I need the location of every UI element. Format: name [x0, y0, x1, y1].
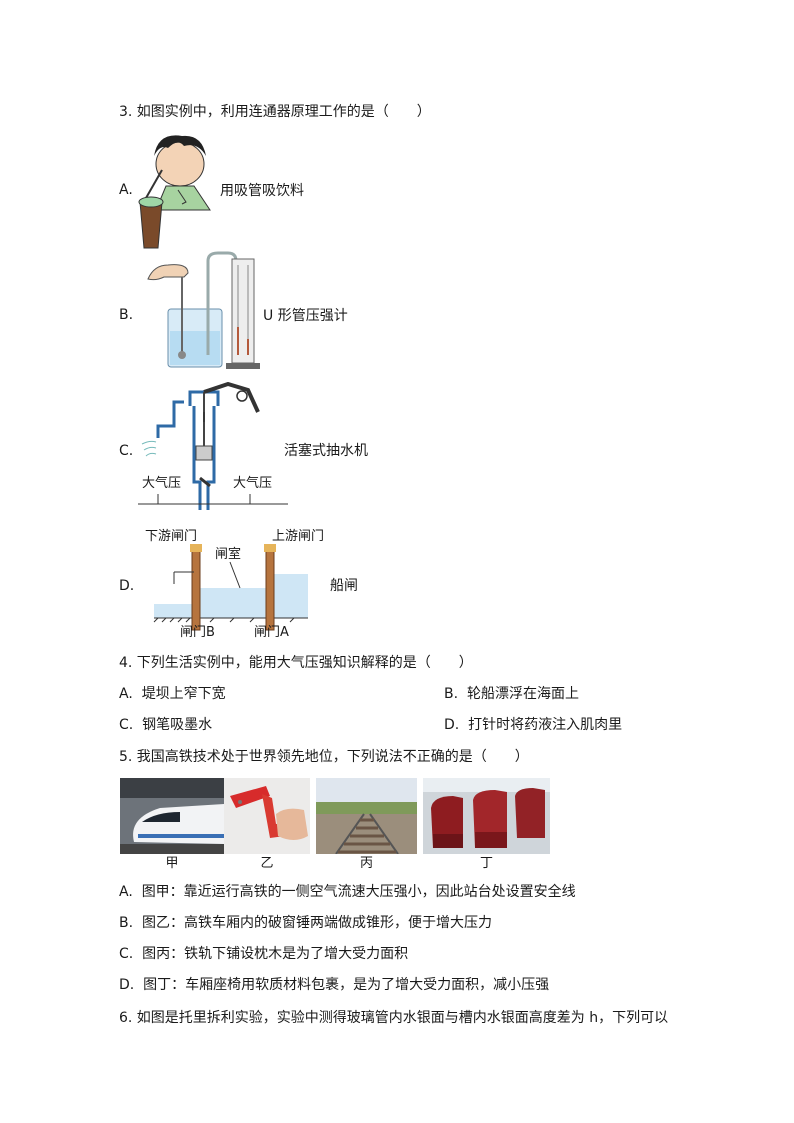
lock-label-chamber: 闸室 [215, 547, 242, 562]
photo-caption-yi: 乙 [260, 856, 274, 871]
q4-option-d: D. 打针时将药液注入肌肉里 [444, 717, 623, 733]
q5-stem: 5. 我国高铁技术处于世界领先地位，下列说法不正确的是（ ） [119, 749, 529, 765]
q4-stem: 4. 下列生活实例中，能用大气压强知识解释的是（ ） [119, 655, 473, 671]
q3-option-c-caption: 活塞式抽水机 [284, 443, 368, 459]
u-tube-manometer-figure [147, 251, 260, 369]
photo-emergency-hammer [224, 778, 310, 854]
lock-label-upstream-gate: 上游闸门 [272, 529, 325, 544]
q3-option-b-letter: B. [119, 307, 134, 323]
q4-option-a: A. 堤坝上窄下宽 [119, 686, 226, 702]
q5-option-b: B. 图乙：高铁车厢内的破窗锤两端做成锥形，便于增大压力 [119, 915, 492, 931]
pump-label-atmospheric-right: 大气压 [233, 476, 273, 491]
q6-stem: 6. 如图是托里拆利实验，实验中测得玻璃管内水银面与槽内水银面高度差为 h，下列… [119, 1010, 669, 1026]
q3-option-c-letter: C. [119, 443, 134, 459]
photo-bullet-train [120, 778, 224, 854]
photo-railway-sleepers [316, 778, 417, 854]
lock-label-downstream-gate: 下游闸门 [145, 529, 198, 544]
photo-caption-ding: 丁 [479, 856, 493, 871]
lock-label-gate-a: 闸门A [254, 625, 289, 640]
q3-option-d-caption: 船闸 [330, 578, 358, 594]
q5-option-d: D. 图丁：车厢座椅用软质材料包裹，是为了增大受力面积，减小压强 [119, 977, 550, 993]
q3-option-b-caption: U 形管压强计 [263, 308, 348, 324]
q3-stem: 3. 如图实例中，利用连通器原理工作的是（ ） [119, 104, 431, 120]
piston-water-pump-figure [138, 382, 288, 510]
q5-option-c: C. 图丙：铁轨下铺设枕木是为了增大受力面积 [119, 946, 409, 962]
ship-lock-figure [153, 544, 308, 631]
q4-option-b: B. 轮船漂浮在海面上 [444, 686, 579, 702]
photo-train-seats [423, 778, 550, 854]
lock-label-gate-b: 闸门B [180, 625, 215, 640]
q4-option-c: C. 钢笔吸墨水 [119, 717, 213, 733]
q3-option-a-caption: 用吸管吸饮料 [220, 183, 304, 199]
photo-caption-bing: 丙 [359, 856, 373, 871]
pump-label-atmospheric-left: 大气压 [142, 476, 182, 491]
q3-option-a-letter: A. [119, 182, 133, 198]
q3-option-d-letter: D. [119, 578, 135, 594]
photo-caption-jia: 甲 [165, 856, 179, 871]
q5-option-a: A. 图甲：靠近运行高铁的一侧空气流速大压强小，因此站台处设置安全线 [119, 884, 576, 900]
boy-drinking-straw-figure [138, 135, 211, 249]
